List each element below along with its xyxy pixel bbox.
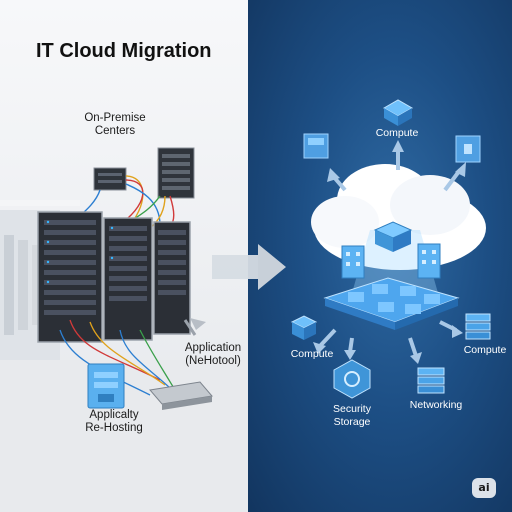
lock-icon (455, 135, 481, 163)
cube-left-icon (303, 133, 329, 159)
rehosting-label-line2: Re-Hosting (85, 422, 143, 434)
server-rack-icon (103, 217, 153, 341)
on-premise-label-line1: On-Premise (84, 112, 146, 124)
stack-icon (417, 367, 445, 394)
application-server-icon (87, 363, 125, 409)
shield-icon (333, 359, 371, 399)
building-icon (417, 243, 441, 279)
networking-label: Networking (409, 399, 463, 411)
arrow-icon (348, 337, 354, 353)
compute-left-icon (290, 315, 318, 340)
network-switch-icon (149, 381, 213, 410)
security-label-line1: Security (333, 403, 371, 415)
page-title: IT Cloud Migration (36, 40, 212, 62)
application-label-line2: (NeHotool) (185, 355, 241, 367)
compute-top-label: Compute (375, 127, 419, 139)
arrow-icon (183, 319, 197, 336)
datacenter-illustration (0, 147, 248, 512)
building-icon (341, 245, 365, 279)
migration-arrow-icon (212, 244, 286, 290)
application-label-line1: Application (184, 342, 242, 354)
compute-right-icon (465, 313, 491, 340)
security-storage-label: Security Storage (312, 403, 392, 429)
on-premise-panel: IT Cloud Migration On-Premise Centers Ap… (0, 0, 248, 512)
rehosting-label-line1: Applicalty (89, 409, 139, 421)
floating-server-icon (157, 147, 195, 199)
security-label-line2: Storage (333, 416, 371, 428)
compute-right-label: Compute (463, 344, 507, 356)
rehosting-label: Applicalty Re-Hosting (64, 409, 164, 435)
on-premise-label-line2: Centers (94, 125, 136, 137)
platform-icon (323, 277, 460, 330)
on-premise-label: On-Premise Centers (60, 112, 170, 138)
switch-icon (93, 167, 127, 191)
compute-top-icon (382, 99, 414, 126)
server-rack-icon (153, 221, 191, 335)
arrow-icon (318, 328, 337, 348)
compute-left-label: Compute (290, 348, 334, 360)
arrow-icon (443, 168, 462, 192)
ai-badge-icon: ai (472, 478, 496, 498)
arrow-icon (408, 337, 418, 357)
cube-icon (373, 221, 413, 252)
application-label: Application (NeHotool) (168, 342, 248, 368)
